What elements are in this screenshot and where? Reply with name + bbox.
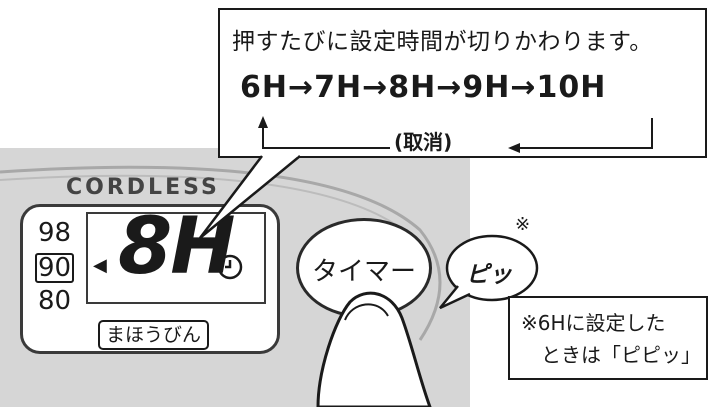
timer-button[interactable]: タイマー	[296, 218, 432, 318]
callout-text: 押すたびに設定時間が切りかわります。	[232, 29, 653, 55]
temp-90-selected: 90	[35, 253, 75, 283]
timer-button-label: タイマー	[311, 256, 416, 287]
brand-label: CORDLESS	[66, 175, 220, 200]
note-line-1: ※6Hに設定した	[521, 311, 666, 335]
clock-icon	[217, 254, 243, 280]
footnote-mark: ※	[515, 214, 531, 235]
mode-label: まほうびん	[98, 320, 210, 350]
note-line-2: ときは「ピピッ」	[541, 343, 701, 367]
cancel-label: (取消)	[390, 126, 457, 155]
temp-80: 80	[38, 286, 72, 316]
triangle-left-icon: ◀	[93, 255, 107, 276]
sound-label: ピッ	[466, 262, 512, 288]
note-box	[508, 296, 708, 380]
time-sequence: 6H→7H→8H→9H→10H	[240, 70, 607, 105]
temp-98: 98	[38, 218, 72, 248]
